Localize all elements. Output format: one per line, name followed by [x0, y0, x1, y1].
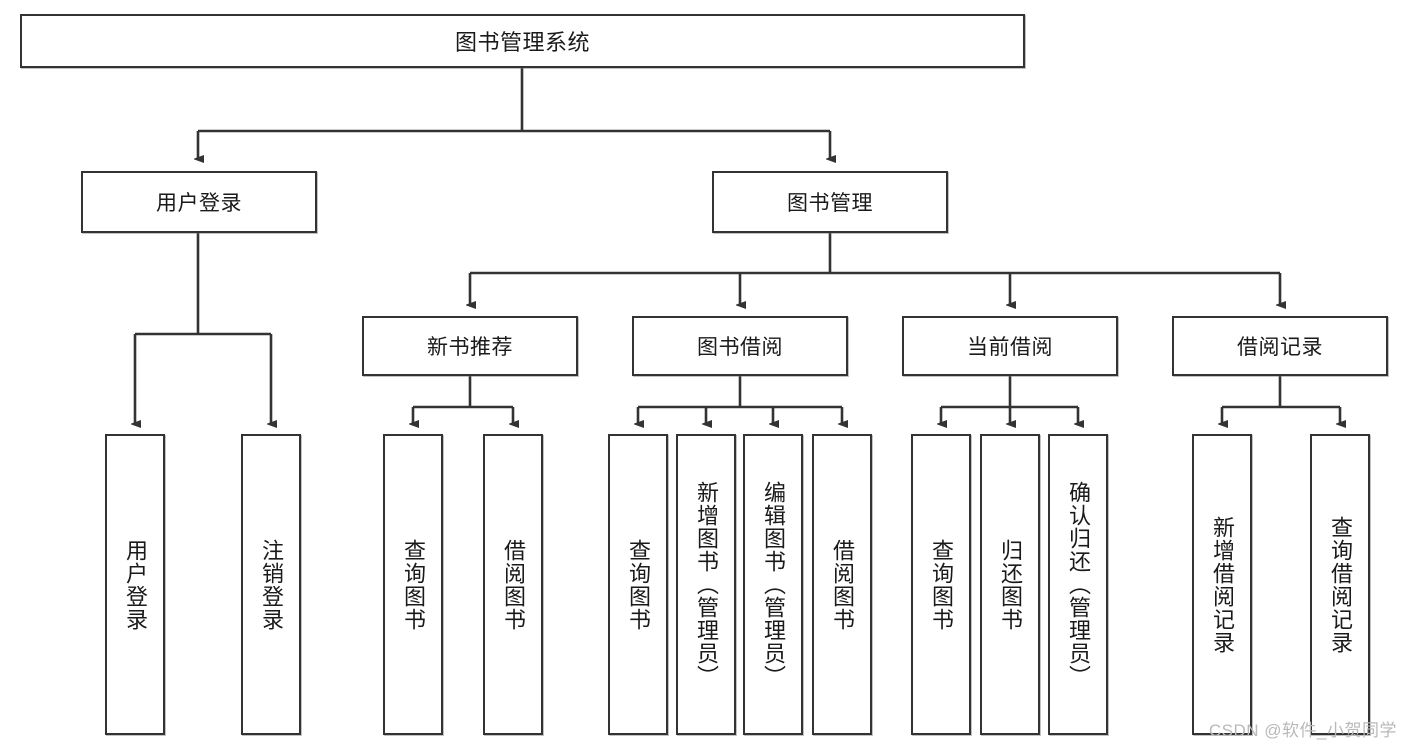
- leaf-borrow-record-query[interactable]: 查询借阅记录: [1310, 434, 1370, 735]
- leaf-book-borrow-add[interactable]: 新增图书（管理员）: [676, 434, 736, 735]
- node-book-management[interactable]: 图书管理: [712, 171, 948, 233]
- leaf-current-borrow-return[interactable]: 归还图书: [980, 434, 1040, 735]
- node-new-book-recommend[interactable]: 新书推荐: [362, 316, 578, 376]
- node-user-login-label: 用户登录: [156, 192, 242, 215]
- leaf-label: 新增图书（管理员）: [693, 481, 719, 688]
- node-current-borrow[interactable]: 当前借阅: [902, 316, 1118, 376]
- leaf-book-borrow-borrow[interactable]: 借阅图书: [812, 434, 872, 735]
- leaf-label: 查询图书: [400, 538, 426, 631]
- node-root-label: 图书管理系统: [454, 30, 590, 55]
- leaf-label: 编辑图书（管理员）: [760, 481, 786, 688]
- leaf-book-borrow-edit[interactable]: 编辑图书（管理员）: [743, 434, 803, 735]
- leaf-book-borrow-query[interactable]: 查询图书: [608, 434, 668, 735]
- node-current-borrow-label: 当前借阅: [967, 336, 1053, 359]
- leaf-current-borrow-confirm-return[interactable]: 确认归还（管理员）: [1048, 434, 1108, 735]
- leaf-label: 借阅图书: [829, 538, 855, 631]
- watermark: CSDN @软件_小贺同学: [1208, 721, 1397, 740]
- leaf-user-login-login[interactable]: 用户登录: [105, 434, 165, 735]
- leaf-label: 查询图书: [625, 538, 651, 631]
- leaf-label: 查询图书: [928, 538, 954, 631]
- node-book-borrow[interactable]: 图书借阅: [632, 316, 848, 376]
- node-root[interactable]: 图书管理系统: [20, 14, 1025, 68]
- node-book-borrow-label: 图书借阅: [697, 336, 783, 359]
- leaf-label: 查询借阅记录: [1327, 515, 1353, 654]
- leaf-new-book-borrow[interactable]: 借阅图书: [483, 434, 543, 735]
- leaf-borrow-record-add[interactable]: 新增借阅记录: [1192, 434, 1252, 735]
- leaf-current-borrow-query[interactable]: 查询图书: [911, 434, 971, 735]
- leaf-user-login-logout[interactable]: 注销登录: [241, 434, 301, 735]
- leaf-label: 注销登录: [258, 538, 284, 631]
- leaf-label: 归还图书: [997, 538, 1023, 631]
- node-borrow-record[interactable]: 借阅记录: [1172, 316, 1388, 376]
- node-user-login[interactable]: 用户登录: [81, 171, 317, 233]
- leaf-label: 新增借阅记录: [1209, 515, 1235, 654]
- leaf-label: 用户登录: [122, 538, 148, 631]
- node-borrow-record-label: 借阅记录: [1237, 336, 1323, 359]
- leaf-label: 确认归还（管理员）: [1065, 481, 1091, 688]
- leaf-label: 借阅图书: [500, 538, 526, 631]
- leaf-new-book-query[interactable]: 查询图书: [383, 434, 443, 735]
- node-book-management-label: 图书管理: [787, 192, 873, 215]
- node-new-book-recommend-label: 新书推荐: [427, 336, 513, 359]
